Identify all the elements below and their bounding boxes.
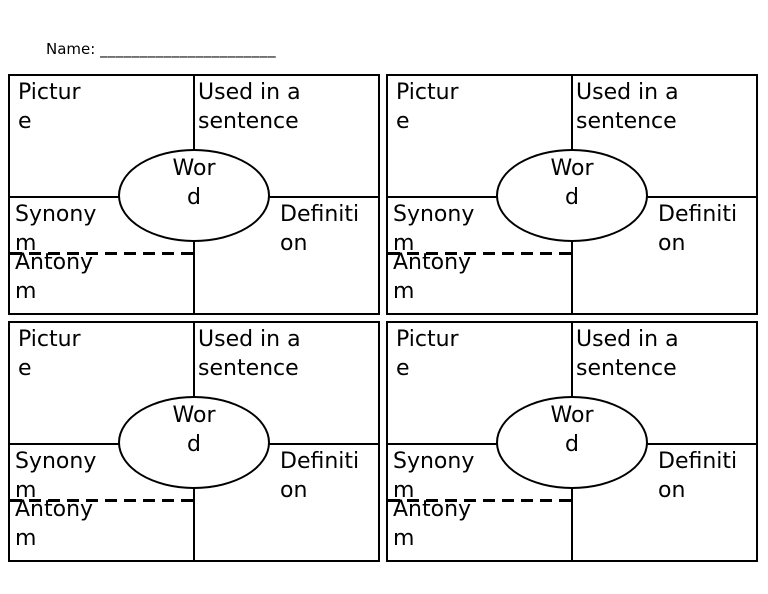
name-label: Name:: [46, 40, 96, 58]
definition-label: Definiti on: [280, 449, 360, 503]
word-label: Wor d: [550, 156, 594, 210]
word-oval: Wor d: [118, 149, 270, 242]
sentence-label: Used in a sentence: [576, 327, 679, 381]
frayer-card-4: Pictur e Used in a sentence Synony m Ant…: [386, 321, 758, 562]
word-oval: Wor d: [118, 396, 270, 489]
picture-label: Pictur e: [18, 80, 81, 134]
word-oval: Wor d: [496, 396, 648, 489]
word-oval: Wor d: [496, 149, 648, 242]
frayer-card-3: Pictur e Used in a sentence Synony m Ant…: [8, 321, 380, 562]
sentence-label: Used in a sentence: [198, 80, 301, 134]
antonym-label: Antony m: [393, 250, 472, 304]
synonym-antonym-dashed-divider: [10, 252, 196, 255]
word-label: Wor d: [172, 156, 216, 210]
picture-label: Pictur e: [396, 327, 459, 381]
definition-label: Definiti on: [658, 202, 738, 256]
word-label: Wor d: [172, 403, 216, 457]
picture-label: Pictur e: [396, 80, 459, 134]
sentence-label: Used in a sentence: [198, 327, 301, 381]
synonym-antonym-dashed-divider: [388, 252, 574, 255]
picture-label: Pictur e: [18, 327, 81, 381]
name-blank-line: ______________________: [100, 40, 277, 58]
word-label: Wor d: [550, 403, 594, 457]
synonym-label: Synony m: [393, 449, 475, 503]
synonym-label: Synony m: [393, 202, 475, 256]
antonym-label: Antony m: [393, 497, 472, 551]
frayer-card-1: Pictur e Used in a sentence Synony m Ant…: [8, 74, 380, 315]
synonym-antonym-dashed-divider: [10, 499, 196, 502]
synonym-label: Synony m: [15, 449, 97, 503]
synonym-antonym-dashed-divider: [388, 499, 574, 502]
synonym-label: Synony m: [15, 202, 97, 256]
sentence-label: Used in a sentence: [576, 80, 679, 134]
antonym-label: Antony m: [15, 250, 94, 304]
definition-label: Definiti on: [658, 449, 738, 503]
frayer-card-2: Pictur e Used in a sentence Synony m Ant…: [386, 74, 758, 315]
definition-label: Definiti on: [280, 202, 360, 256]
name-field: Name: ______________________: [46, 40, 276, 58]
antonym-label: Antony m: [15, 497, 94, 551]
